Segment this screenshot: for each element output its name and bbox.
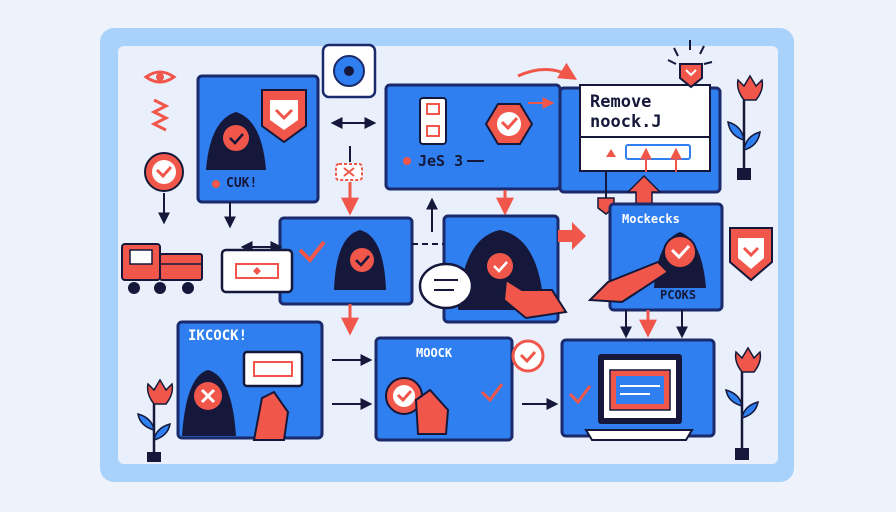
tulip-top-right: [727, 74, 764, 180]
eye-icon: [143, 70, 177, 84]
panel-jes: [384, 83, 562, 191]
check-badge-icon: [144, 152, 184, 192]
panel-laptop: [560, 338, 716, 441]
label-mockecks: Mockecks: [622, 212, 680, 226]
tulip-bottom-left: [137, 378, 174, 462]
label-remove-line2: noock.J: [590, 112, 662, 132]
check-circle-icon: [511, 339, 545, 373]
truck-icon: [121, 243, 203, 294]
alert-shield-icon: [667, 40, 713, 89]
panel-remove: [558, 84, 722, 194]
bug-icon: [335, 163, 363, 181]
label-remove-line1: Remove: [590, 92, 652, 112]
panel-ikcock: [176, 320, 324, 441]
chain-icon: [150, 98, 170, 132]
panel-hood-hand: [442, 214, 568, 324]
label-ikcock: IKCOCK!: [188, 328, 248, 344]
label-jes: JeS 3: [418, 152, 464, 170]
chat-bubble-icon: [418, 262, 474, 310]
label-moock: MOOCK: [416, 346, 453, 360]
panel-mockecks: [587, 202, 724, 312]
arrow-hood-right: [558, 222, 586, 250]
tulip-bottom-right: [725, 346, 762, 460]
check-mark-loose: [480, 383, 504, 403]
gear-tile: [321, 43, 377, 99]
tag-card-icon: [220, 248, 294, 294]
arrow-curve-top: [517, 62, 578, 80]
panel-cuk: [196, 74, 320, 204]
label-pcoks: PCOKS: [660, 288, 697, 302]
panel-moock: [374, 336, 514, 442]
shield-check-icon: [729, 227, 773, 282]
label-cuk: CUK!: [226, 176, 258, 191]
panel-check-1: [278, 216, 414, 306]
